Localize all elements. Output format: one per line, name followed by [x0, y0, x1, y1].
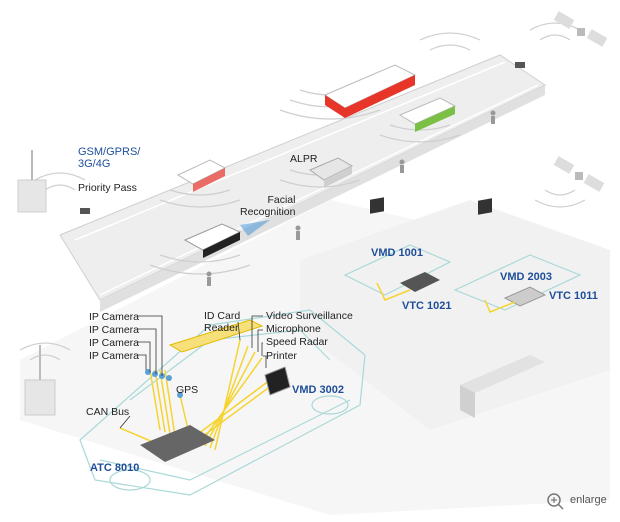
- ip-camera-label: IP Camera: [89, 337, 139, 349]
- vmd-3002-device: [264, 366, 291, 396]
- satellite-icon: [553, 11, 608, 47]
- wire-bundle: [119, 339, 276, 451]
- gps-label: GPS: [176, 384, 199, 396]
- vmd-2003-label: VMD 2003: [500, 271, 552, 283]
- vmd-2003-device: [478, 198, 492, 215]
- enlarge-icon[interactable]: [547, 493, 564, 510]
- vtc-1011-label: VTC 1011: [549, 290, 598, 302]
- ip-camera-label: IP Camera: [89, 350, 139, 362]
- enlarge-button[interactable]: enlarge: [546, 494, 607, 506]
- satellite-icon: [553, 156, 605, 192]
- right-platform: [300, 200, 610, 430]
- microphone-label: Microphone: [266, 323, 321, 335]
- police-car: [183, 223, 242, 258]
- vtc-1011-device: [503, 286, 547, 307]
- road-edge-line: [74, 61, 506, 241]
- vmd-1001-label: VMD 1001: [371, 247, 423, 259]
- priority-pass-label: Priority Pass: [78, 182, 137, 194]
- alpr-label: ALPR: [290, 153, 318, 165]
- fire-truck: [323, 64, 417, 118]
- cell-tower-icon: [17, 150, 47, 213]
- facial-recognition-label: Facial Recognition: [240, 194, 296, 218]
- cell-tower-icon: [24, 345, 56, 416]
- vmd-3002-label: VMD 3002: [292, 384, 344, 396]
- car: [308, 157, 354, 188]
- ambulance: [398, 97, 457, 132]
- leader-lines: [119, 315, 267, 429]
- ip-camera-label: IP Camera: [89, 324, 139, 336]
- enlarge-label: enlarge: [570, 494, 607, 506]
- pedestrian: [206, 110, 496, 286]
- wire-bundle: [376, 282, 516, 313]
- main-car-outline: [79, 309, 366, 496]
- vmd-1001-device: [370, 197, 384, 214]
- ambulance: [176, 159, 227, 192]
- speed-radar-label: Speed Radar: [266, 336, 328, 348]
- video-surveillance-label: Video Surveillance: [266, 310, 353, 322]
- vehicle-outline: [343, 244, 582, 311]
- road-sign: [80, 208, 90, 214]
- gps-icon: [177, 392, 183, 398]
- ip-camera-label: IP Camera: [89, 311, 139, 323]
- can-bus-label: CAN Bus: [86, 406, 130, 418]
- command-center: [460, 355, 545, 418]
- facial-recognition-beam: [240, 220, 270, 236]
- gsm-label: GSM/GPRS/ 3G/4G: [78, 146, 141, 170]
- atc-8010-label: ATC 8010: [90, 462, 140, 474]
- vtc-1021-device: [400, 272, 440, 292]
- road-sign: [515, 62, 525, 68]
- id-card-reader-label: ID Card Reader: [204, 310, 241, 334]
- atc-8010-device: [140, 425, 215, 462]
- vtc-1021-label: VTC 1021: [402, 300, 452, 312]
- road-edge-line: [99, 84, 539, 296]
- printer-label: Printer: [266, 350, 297, 362]
